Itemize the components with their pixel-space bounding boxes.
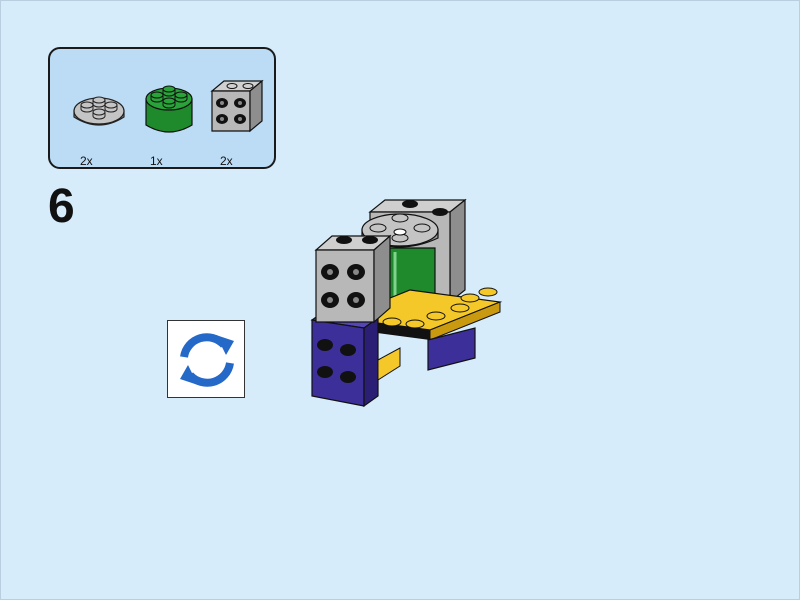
gray-round-plate-2x2-icon [73, 96, 125, 126]
part-gray-round-plate: 2x [64, 67, 134, 168]
part-gray-brick: 2x [204, 67, 274, 168]
rotate-view-button[interactable] [167, 320, 245, 398]
part-quantity: 2x [80, 154, 93, 168]
green-round-brick-2x2-icon [145, 85, 193, 133]
part-green-round-brick: 1x [134, 67, 204, 168]
step-number: 6 [48, 180, 75, 233]
parts-callout: 2x 1x [48, 47, 276, 169]
part-quantity: 2x [220, 154, 233, 168]
assembled-model [300, 190, 510, 415]
part-quantity: 1x [150, 154, 163, 168]
assembled-model-icon [310, 198, 503, 408]
gray-brick-2x2-icon [210, 79, 264, 133]
rotate-arrows-icon [180, 333, 234, 387]
